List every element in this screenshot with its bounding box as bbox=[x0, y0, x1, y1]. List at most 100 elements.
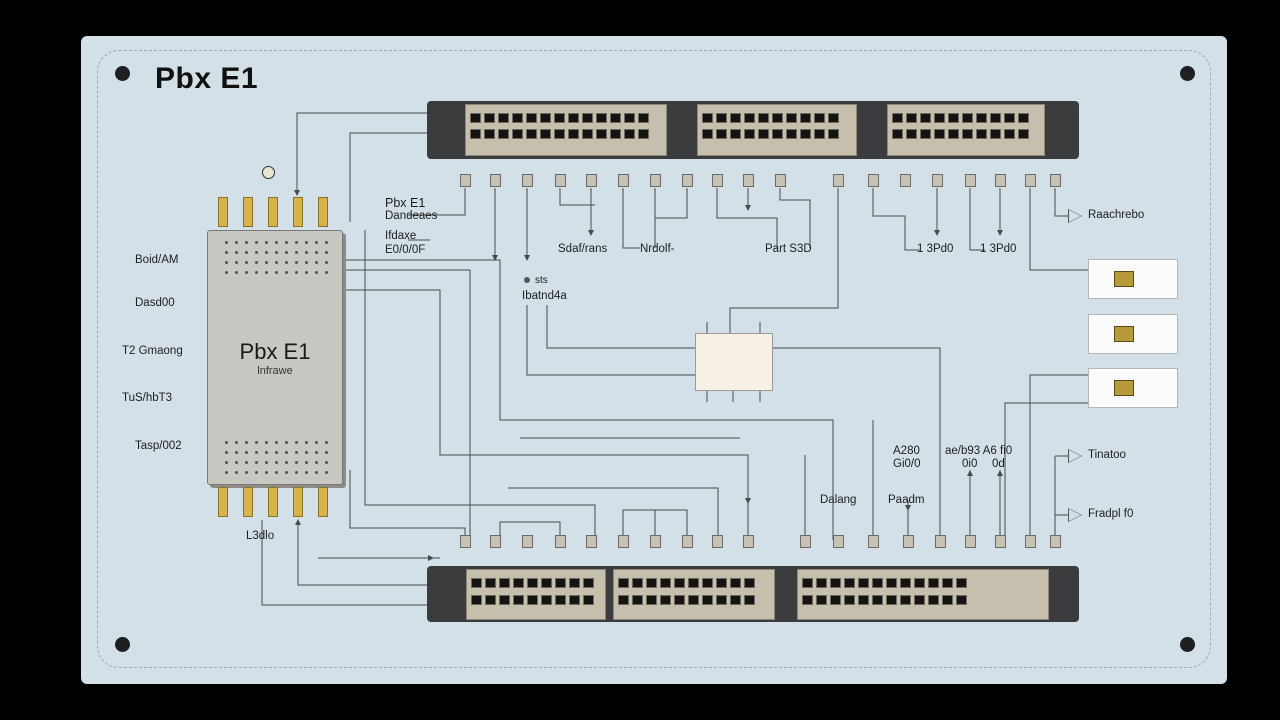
ethernet-port-icon[interactable] bbox=[555, 578, 566, 588]
ethernet-port-icon[interactable] bbox=[920, 113, 931, 123]
jack-connector-icon[interactable] bbox=[618, 535, 629, 548]
ethernet-port-icon[interactable] bbox=[660, 595, 671, 605]
ethernet-port-icon[interactable] bbox=[1004, 129, 1015, 139]
ethernet-port-icon[interactable] bbox=[583, 595, 594, 605]
ethernet-port-icon[interactable] bbox=[582, 113, 593, 123]
ethernet-port-icon[interactable] bbox=[872, 595, 883, 605]
jack-connector-icon[interactable] bbox=[650, 535, 661, 548]
ethernet-port-icon[interactable] bbox=[610, 129, 621, 139]
ethernet-port-icon[interactable] bbox=[638, 129, 649, 139]
ethernet-port-icon[interactable] bbox=[976, 113, 987, 123]
jack-connector-icon[interactable] bbox=[868, 535, 879, 548]
ethernet-port-icon[interactable] bbox=[730, 595, 741, 605]
ethernet-port-icon[interactable] bbox=[660, 578, 671, 588]
ethernet-port-icon[interactable] bbox=[646, 595, 657, 605]
ethernet-port-icon[interactable] bbox=[610, 113, 621, 123]
jack-connector-icon[interactable] bbox=[522, 174, 533, 187]
ethernet-port-icon[interactable] bbox=[814, 113, 825, 123]
ethernet-port-icon[interactable] bbox=[702, 113, 713, 123]
jack-connector-icon[interactable] bbox=[490, 535, 501, 548]
ethernet-port-icon[interactable] bbox=[632, 578, 643, 588]
ethernet-port-icon[interactable] bbox=[772, 113, 783, 123]
jack-connector-icon[interactable] bbox=[833, 174, 844, 187]
ethernet-port-icon[interactable] bbox=[618, 578, 629, 588]
ethernet-port-icon[interactable] bbox=[942, 578, 953, 588]
ethernet-port-icon[interactable] bbox=[786, 129, 797, 139]
ethernet-port-icon[interactable] bbox=[527, 578, 538, 588]
ethernet-port-icon[interactable] bbox=[583, 578, 594, 588]
jack-connector-icon[interactable] bbox=[712, 535, 723, 548]
pbx-device[interactable]: Pbx E1 lnfrawe bbox=[207, 230, 343, 485]
ethernet-port-icon[interactable] bbox=[962, 129, 973, 139]
ethernet-port-icon[interactable] bbox=[716, 595, 727, 605]
jack-connector-icon[interactable] bbox=[935, 535, 946, 548]
ethernet-port-icon[interactable] bbox=[942, 595, 953, 605]
jack-connector-icon[interactable] bbox=[995, 535, 1006, 548]
jack-connector-icon[interactable] bbox=[743, 174, 754, 187]
ethernet-port-icon[interactable] bbox=[928, 578, 939, 588]
ethernet-port-icon[interactable] bbox=[828, 113, 839, 123]
jack-connector-icon[interactable] bbox=[743, 535, 754, 548]
ethernet-port-icon[interactable] bbox=[485, 578, 496, 588]
ethernet-port-icon[interactable] bbox=[702, 129, 713, 139]
ethernet-port-icon[interactable] bbox=[786, 113, 797, 123]
ethernet-port-icon[interactable] bbox=[744, 129, 755, 139]
ethernet-port-icon[interactable] bbox=[744, 113, 755, 123]
ethernet-port-icon[interactable] bbox=[527, 595, 538, 605]
ethernet-port-icon[interactable] bbox=[716, 578, 727, 588]
jack-connector-icon[interactable] bbox=[682, 535, 693, 548]
ethernet-port-icon[interactable] bbox=[962, 113, 973, 123]
ethernet-port-icon[interactable] bbox=[900, 595, 911, 605]
jack-connector-icon[interactable] bbox=[1050, 535, 1061, 548]
ethernet-port-icon[interactable] bbox=[744, 578, 755, 588]
ethernet-port-icon[interactable] bbox=[1004, 113, 1015, 123]
ethernet-port-icon[interactable] bbox=[956, 578, 967, 588]
jack-connector-icon[interactable] bbox=[618, 174, 629, 187]
ethernet-port-icon[interactable] bbox=[702, 578, 713, 588]
ethernet-port-icon[interactable] bbox=[976, 129, 987, 139]
jack-connector-icon[interactable] bbox=[555, 174, 566, 187]
ethernet-port-icon[interactable] bbox=[674, 595, 685, 605]
ethernet-port-icon[interactable] bbox=[802, 595, 813, 605]
ethernet-port-icon[interactable] bbox=[498, 129, 509, 139]
ethernet-port-icon[interactable] bbox=[934, 113, 945, 123]
ethernet-port-icon[interactable] bbox=[554, 129, 565, 139]
ethernet-port-icon[interactable] bbox=[886, 595, 897, 605]
ethernet-port-icon[interactable] bbox=[892, 129, 903, 139]
ethernet-port-icon[interactable] bbox=[830, 595, 841, 605]
ethernet-port-icon[interactable] bbox=[484, 129, 495, 139]
ethernet-port-icon[interactable] bbox=[540, 129, 551, 139]
ethernet-port-icon[interactable] bbox=[716, 113, 727, 123]
ethernet-port-icon[interactable] bbox=[541, 595, 552, 605]
jack-connector-icon[interactable] bbox=[903, 535, 914, 548]
jack-connector-icon[interactable] bbox=[775, 174, 786, 187]
ethernet-port-icon[interactable] bbox=[758, 129, 769, 139]
ethernet-port-icon[interactable] bbox=[802, 578, 813, 588]
jack-connector-icon[interactable] bbox=[800, 535, 811, 548]
jack-connector-icon[interactable] bbox=[586, 174, 597, 187]
jack-connector-icon[interactable] bbox=[712, 174, 723, 187]
ethernet-port-icon[interactable] bbox=[485, 595, 496, 605]
ethernet-port-icon[interactable] bbox=[914, 578, 925, 588]
jack-connector-icon[interactable] bbox=[586, 535, 597, 548]
ethernet-port-icon[interactable] bbox=[900, 578, 911, 588]
ethernet-port-icon[interactable] bbox=[596, 113, 607, 123]
ethernet-port-icon[interactable] bbox=[730, 578, 741, 588]
jack-connector-icon[interactable] bbox=[833, 535, 844, 548]
ethernet-port-icon[interactable] bbox=[596, 129, 607, 139]
ethernet-port-icon[interactable] bbox=[624, 129, 635, 139]
jack-connector-icon[interactable] bbox=[932, 174, 943, 187]
jack-connector-icon[interactable] bbox=[460, 174, 471, 187]
jack-connector-icon[interactable] bbox=[460, 535, 471, 548]
ethernet-port-icon[interactable] bbox=[638, 113, 649, 123]
ethernet-port-icon[interactable] bbox=[730, 129, 741, 139]
ethernet-port-icon[interactable] bbox=[830, 578, 841, 588]
ethernet-port-icon[interactable] bbox=[858, 595, 869, 605]
ethernet-port-icon[interactable] bbox=[844, 578, 855, 588]
ethernet-port-icon[interactable] bbox=[914, 595, 925, 605]
ethernet-port-icon[interactable] bbox=[920, 129, 931, 139]
jack-connector-icon[interactable] bbox=[650, 174, 661, 187]
ethernet-port-icon[interactable] bbox=[540, 113, 551, 123]
ethernet-port-icon[interactable] bbox=[1018, 129, 1029, 139]
ethernet-port-icon[interactable] bbox=[569, 578, 580, 588]
